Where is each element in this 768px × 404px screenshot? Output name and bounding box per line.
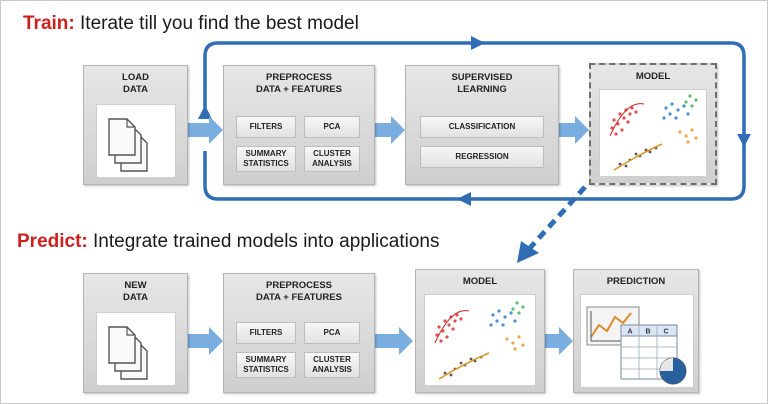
cluster-analysis-chip: CLUSTER ANALYSIS	[304, 352, 360, 378]
prediction-panel: A B C	[580, 294, 694, 388]
classification-chip: CLASSIFICATION	[420, 116, 544, 138]
train-prefix: Train:	[23, 13, 75, 34]
document-stack-icon	[108, 326, 148, 380]
training-loop	[203, 41, 746, 201]
regression-chip: REGRESSION	[420, 146, 544, 168]
arrow-preprocess-to-supervised	[373, 116, 405, 144]
model-stage-train: MODEL	[589, 63, 717, 185]
model-panel-train	[599, 89, 707, 177]
new-data-panel	[96, 312, 176, 386]
predict-heading: Predict: Integrate trained models into a…	[17, 231, 439, 253]
arrow-load-to-preprocess	[187, 116, 223, 144]
loop-arrowhead-right	[737, 134, 751, 147]
filters-chip: FILTERS	[236, 322, 296, 344]
load-data-panel	[96, 104, 176, 178]
preprocess-stage-predict: PREPROCESS DATA + FEATURES FILTERS PCA S…	[223, 273, 375, 393]
loop-arrowhead-left	[198, 105, 212, 119]
table-header-b: B	[645, 329, 650, 336]
model-stage-predict: MODEL	[415, 269, 545, 393]
train-heading: Train: Iterate till you find the best mo…	[23, 13, 359, 35]
supervised-learning-stage: SUPERVISED LEARNING CLASSIFICATION REGRE…	[405, 65, 559, 185]
scatter-model-icon	[434, 301, 525, 380]
arrow-supervised-to-model	[557, 116, 589, 144]
predict-prefix: Predict:	[17, 231, 88, 252]
filters-chip: FILTERS	[236, 116, 296, 138]
train-text: Iterate till you find the best model	[80, 13, 359, 34]
pca-chip: PCA	[304, 116, 360, 138]
pca-chip: PCA	[304, 322, 360, 344]
prediction-chart-icon: A B C	[586, 306, 687, 385]
arrow-preprocess-to-model	[373, 327, 413, 355]
arrow-newdata-to-preprocess	[187, 327, 223, 355]
load-data-stage: LOAD DATA	[83, 65, 188, 185]
scatter-model-icon	[609, 94, 698, 171]
prediction-stage: PREDICTION A B C	[573, 269, 699, 393]
summary-statistics-chip: SUMMARY STATISTICS	[236, 146, 296, 172]
preprocess-stage-train: PREPROCESS DATA + FEATURES FILTERS PCA S…	[223, 65, 375, 185]
loop-arrowhead-top	[471, 36, 485, 50]
new-data-stage: NEW DATA	[83, 273, 188, 393]
model-panel-predict	[424, 294, 536, 386]
arrow-model-to-prediction	[543, 327, 573, 355]
loop-arrowhead-bottom	[457, 192, 471, 206]
table-header-a: A	[627, 329, 632, 336]
predict-text: Integrate trained models into applicatio…	[93, 231, 440, 252]
dashed-deploy-arrow	[527, 185, 587, 251]
summary-statistics-chip: SUMMARY STATISTICS	[236, 352, 296, 378]
cluster-analysis-chip: CLUSTER ANALYSIS	[304, 146, 360, 172]
table-header-c: C	[663, 329, 668, 336]
document-stack-icon	[108, 118, 148, 172]
